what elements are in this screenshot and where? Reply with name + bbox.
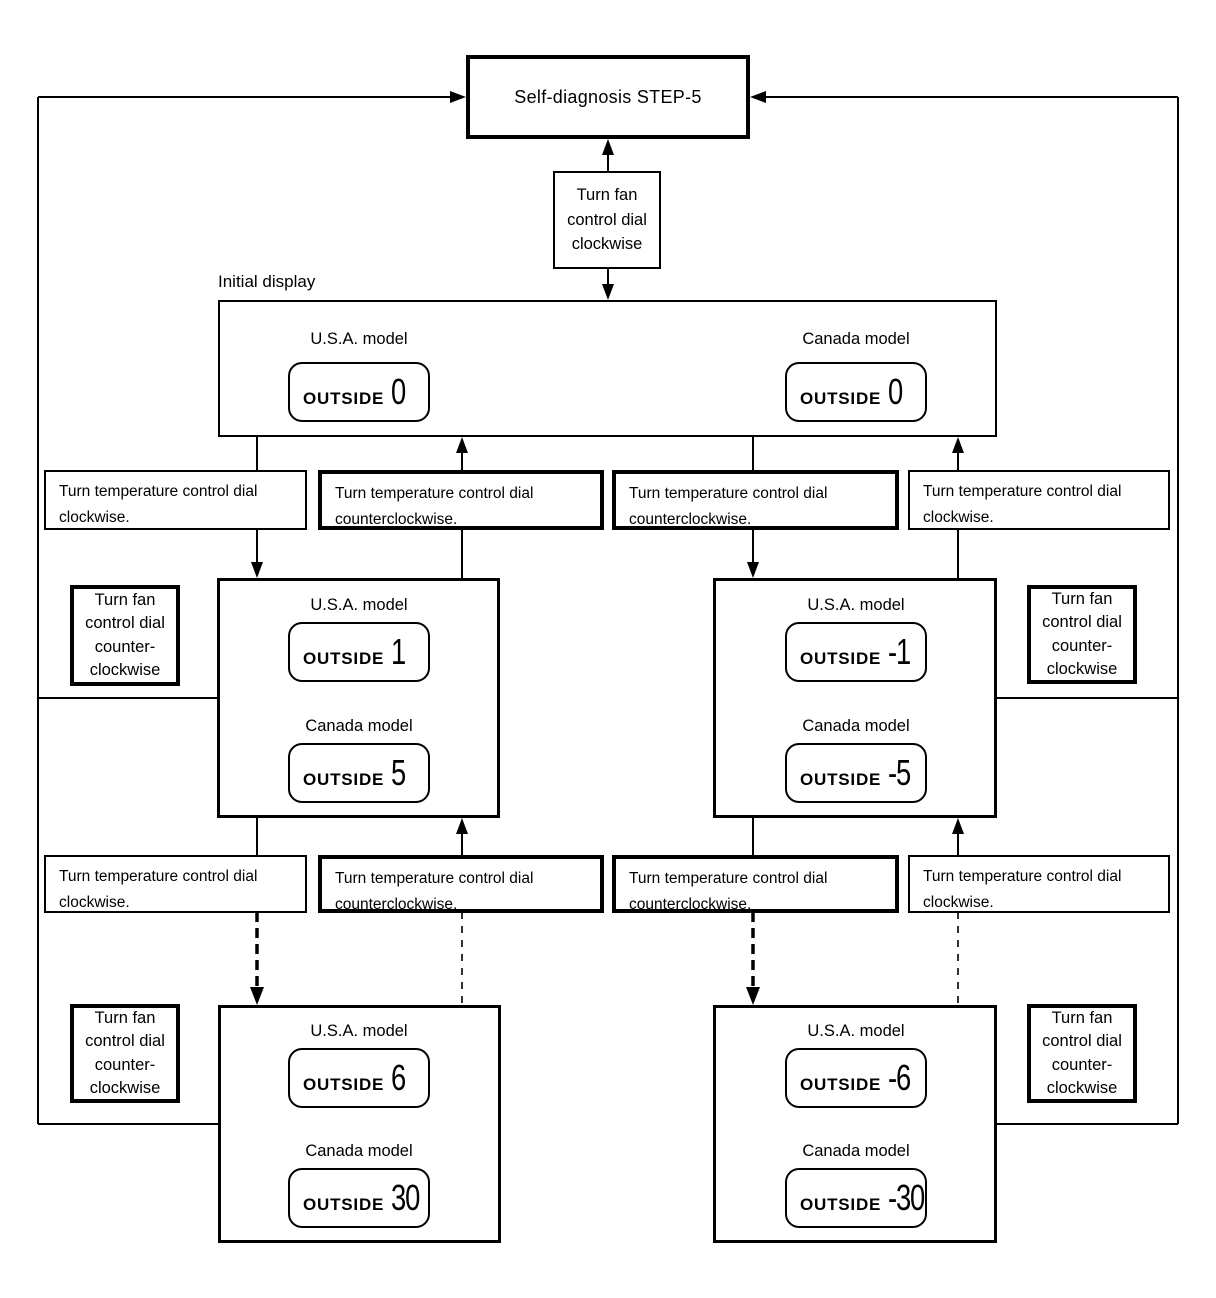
bottom-left-usa-display: OUTSIDE 6 [288,1048,430,1108]
outside-value: -30 [888,1177,925,1218]
initial-usa-display: OUTSIDE 0 [288,362,430,422]
outside-label: OUTSIDE [800,1075,882,1094]
canada-model-label: Canada model [802,1142,910,1160]
temp-ccw-step-row1-right: Turn temperature control dial counterclo… [612,470,899,530]
usa-model-label: U.S.A. model [310,596,408,614]
temp-ccw-step-row1-left: Turn temperature control dial counterclo… [318,470,604,530]
initial-display-label: Initial display [218,272,316,291]
canada-model-label: Canada model [305,717,413,735]
arrow-fan-to-initial [602,284,614,300]
outside-label: OUTSIDE [303,770,385,789]
usa-model-label: U.S.A. model [807,1022,905,1040]
fan-clockwise-step-label: Turn fan control dial clockwise [567,185,647,254]
temp-cw-step-row1-left: Turn temperature control dial clockwise. [44,470,307,530]
usa-model-label: U.S.A. model [807,596,905,614]
initial-canada-display: OUTSIDE 0 [785,362,927,422]
mid-left-canada-display: OUTSIDE 5 [288,743,430,803]
usa-model-label: U.S.A. model [310,1022,408,1040]
outside-value: -5 [888,752,911,793]
arrow-down-mid-left [251,562,263,578]
fan-ccw-label: Turn fan control dial counter- clockwise [85,590,165,679]
outside-value: 0 [391,371,406,412]
usa-model-label: U.S.A. model [310,330,408,348]
outside-label: OUTSIDE [800,770,882,789]
fan-ccw-step-bottom-left: Turn fan control dial counter- clockwise [70,1004,180,1103]
outside-value: -6 [888,1057,911,1098]
outside-label: OUTSIDE [800,389,882,408]
temp-ccw-step-row2-right: Turn temperature control dial counterclo… [612,855,899,913]
bottom-right-canada-display: OUTSIDE -30 [785,1168,927,1228]
self-diagnosis-title-box: Self-diagnosis STEP-5 [466,55,750,139]
fan-ccw-step-mid-right: Turn fan control dial counter- clockwise [1027,585,1137,684]
arrow-down-mid-right [747,562,759,578]
temp-cw-step-row2-left: Turn temperature control dial clockwise. [44,855,307,913]
outside-label: OUTSIDE [800,1195,882,1214]
arrow-into-title-right [750,91,766,103]
outside-label: OUTSIDE [800,649,882,668]
outside-label: OUTSIDE [303,1075,385,1094]
outside-label: OUTSIDE [303,649,385,668]
arrow-up-mid-left [456,818,468,834]
mid-right-usa-display: OUTSIDE -1 [785,622,927,682]
canada-model-label: Canada model [802,330,910,348]
fan-ccw-label: Turn fan control dial counter- clockwise [85,1008,165,1097]
canada-model-label: Canada model [305,1142,413,1160]
self-diagnosis-title: Self-diagnosis STEP-5 [514,86,702,107]
arrow-up-mid-right [952,818,964,834]
fan-ccw-label: Turn fan control dial counter- clockwise [1042,589,1122,678]
canada-model-label: Canada model [802,717,910,735]
temp-cw-label: Turn temperature control dial clockwise. [923,868,1122,911]
outside-value: 30 [391,1177,420,1218]
arrow-up-initial-left [456,437,468,453]
bottom-right-usa-display: OUTSIDE -6 [785,1048,927,1108]
temp-cw-label: Turn temperature control dial clockwise. [923,483,1122,526]
temp-cw-label: Turn temperature control dial clockwise. [59,483,258,526]
arrow-fan-to-title [602,139,614,155]
fan-clockwise-step-box: Turn fan control dial clockwise [553,171,661,269]
outside-label: OUTSIDE [303,1195,385,1214]
outside-value: 6 [391,1057,406,1098]
temp-ccw-label: Turn temperature control dial counterclo… [629,870,828,913]
mid-left-usa-display: OUTSIDE 1 [288,622,430,682]
temp-ccw-label: Turn temperature control dial counterclo… [335,485,534,528]
temp-cw-step-row1-right: Turn temperature control dial clockwise. [908,470,1170,530]
temp-ccw-label: Turn temperature control dial counterclo… [335,870,534,913]
outside-value: 5 [391,752,406,793]
arrow-down-bottom-left [250,987,264,1005]
arrow-into-title-left [450,91,466,103]
outside-label: OUTSIDE [303,389,385,408]
arrow-down-bottom-right [746,987,760,1005]
outside-value: 0 [888,371,903,412]
arrow-up-initial-right [952,437,964,453]
bottom-left-canada-display: OUTSIDE 30 [288,1168,430,1228]
outside-value: -1 [888,631,911,672]
outside-value: 1 [391,631,406,672]
mid-right-canada-display: OUTSIDE -5 [785,743,927,803]
temp-ccw-step-row2-left: Turn temperature control dial counterclo… [318,855,604,913]
fan-ccw-label: Turn fan control dial counter- clockwise [1042,1008,1122,1097]
temp-ccw-label: Turn temperature control dial counterclo… [629,485,828,528]
fan-ccw-step-bottom-right: Turn fan control dial counter- clockwise [1027,1004,1137,1103]
fan-ccw-step-mid-left: Turn fan control dial counter- clockwise [70,585,180,686]
temp-cw-step-row2-right: Turn temperature control dial clockwise. [908,855,1170,913]
temp-cw-label: Turn temperature control dial clockwise. [59,868,258,911]
